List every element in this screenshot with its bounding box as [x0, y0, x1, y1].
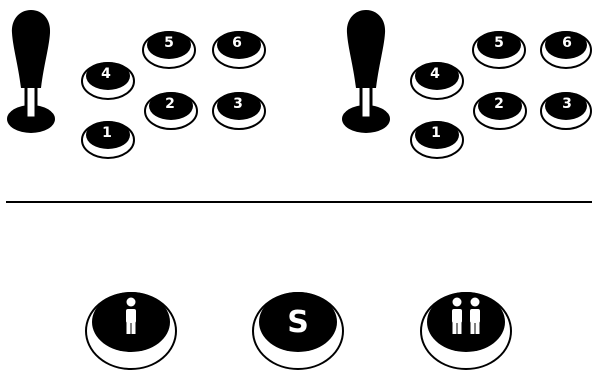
joystick-handle: [347, 10, 385, 88]
player1-button-4[interactable]: 4: [82, 62, 134, 99]
button-label: 2: [494, 96, 504, 112]
player2-button-3[interactable]: 3: [541, 92, 591, 129]
player1-button-1[interactable]: 1: [82, 121, 134, 158]
two-player-button[interactable]: [421, 292, 511, 369]
button-label: 6: [232, 35, 242, 51]
player1-joystick[interactable]: [7, 10, 55, 133]
button-label: 3: [562, 96, 572, 112]
button-label: 4: [101, 66, 111, 82]
player2-button-2[interactable]: 2: [474, 92, 526, 129]
player2-button-4[interactable]: 4: [411, 62, 463, 99]
player1-button-3[interactable]: 3: [213, 92, 265, 129]
one-player-button[interactable]: [86, 292, 176, 369]
start-button[interactable]: S: [253, 292, 343, 369]
player2-button-5[interactable]: 5: [473, 31, 525, 68]
player1-panel: 4 5 6 2 3 1: [7, 10, 265, 158]
button-label: 5: [164, 35, 174, 51]
button-label: 6: [562, 35, 572, 51]
player2-joystick[interactable]: [342, 10, 390, 133]
player1-button-5[interactable]: 5: [143, 31, 195, 68]
start-buttons: S: [86, 292, 511, 369]
joystick-handle: [12, 10, 50, 88]
button-label: 2: [165, 96, 175, 112]
button-label: 1: [102, 125, 112, 141]
player2-panel: 4 5 6 2 3 1: [342, 10, 591, 158]
player2-button-6[interactable]: 6: [541, 31, 591, 68]
player1-button-6[interactable]: 6: [213, 31, 265, 68]
button-label: 1: [431, 125, 441, 141]
button-label: 5: [494, 35, 504, 51]
player1-button-2[interactable]: 2: [145, 92, 197, 129]
button-label: 3: [233, 96, 243, 112]
start-label: S: [287, 305, 309, 340]
button-label: 4: [430, 66, 440, 82]
player2-button-1[interactable]: 1: [411, 121, 463, 158]
